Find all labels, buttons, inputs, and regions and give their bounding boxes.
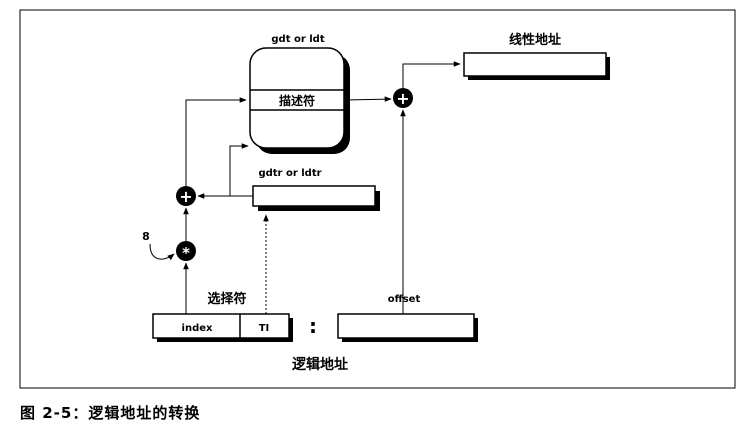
index-field-label: index (182, 323, 213, 334)
gdtr-ldtr-label: gdtr or ldtr (258, 168, 321, 179)
gdtr-ldtr-register (252, 185, 380, 211)
diagram-frame (19, 9, 736, 389)
figure-caption: 图 2-5：逻辑地址的转换 (20, 404, 201, 422)
logical-address-label: 逻辑地址 (292, 356, 348, 373)
selector-register (152, 313, 293, 342)
colon-separator: : (309, 314, 317, 338)
offset-register (337, 313, 478, 342)
descriptor-label: 描述符 (279, 93, 315, 108)
linear-address-box (463, 52, 610, 80)
gdt-ldt-label: gdt or ldt (271, 34, 324, 45)
offset-label: offset (388, 294, 421, 305)
svg-text:*: * (182, 244, 190, 262)
svg-text:+: + (179, 187, 192, 206)
linear-adder-circle: + (393, 88, 413, 108)
linear-address-label: 线性地址 (509, 32, 561, 48)
multiplier-arrow (149, 243, 175, 261)
selector-label: 选择符 (207, 291, 246, 307)
connector-arrows (183, 61, 461, 314)
ti-field-label: TI (259, 323, 270, 334)
base-adder-circle: + (176, 186, 196, 206)
multiplier-circle: * (176, 241, 196, 262)
descriptor-table (249, 47, 350, 154)
multiplier-label: 8 (142, 230, 150, 243)
svg-text:+: + (396, 89, 409, 108)
